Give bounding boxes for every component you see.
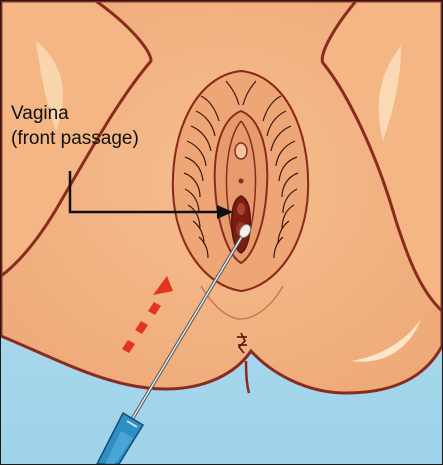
- label-line-2: (front passage): [11, 126, 139, 151]
- vagina-label: Vagina (front passage): [11, 101, 139, 151]
- label-line-1: Vagina: [11, 101, 139, 126]
- urethra: [239, 179, 244, 184]
- clitoris: [235, 143, 247, 159]
